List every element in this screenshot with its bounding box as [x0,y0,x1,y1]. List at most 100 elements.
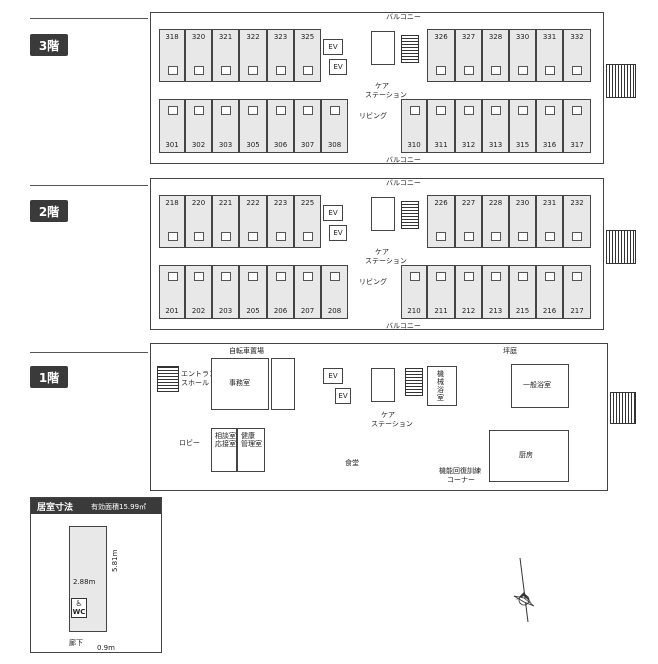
compass-rose-icon [513,557,535,623]
room-number: 212 [461,307,476,315]
balcony-label-top: バルコニー [386,179,421,187]
wheelchair-icon: ♿ [75,599,83,608]
bath-icon [276,66,286,75]
bath-icon [168,66,178,75]
bath-icon [464,272,474,281]
room-232: 232 [563,195,591,248]
room-number: 228 [488,199,503,207]
stairs [401,201,419,229]
bath-icon [491,66,501,75]
room-221: 221 [212,195,239,248]
corridor-label: 廊下 [69,639,83,647]
char: 健 [241,432,248,440]
bath-icon [303,232,313,241]
room-number: 307 [300,141,315,149]
room-number: 310 [407,141,421,149]
bath-icon [248,66,258,75]
room-number: 216 [542,307,557,315]
room-218: 218 [159,195,185,248]
room-number: 320 [191,33,206,41]
room-dimension-legend: 居室寸法 有効面積15.99㎡ 5.81m 2.88m ♿ WC 廊下 0.9m [30,497,162,653]
room-313: 313 [482,99,509,153]
room-number: 208 [327,307,342,315]
room-number: 206 [273,307,288,315]
room-203: 203 [212,265,239,319]
consult-room [211,428,237,472]
room-223: 223 [267,195,294,248]
bath-icon [330,106,340,115]
bath-icon [572,66,582,75]
bath-icon [572,106,582,115]
health-label: 健康管理室 [241,432,262,448]
room-number: 311 [434,141,448,149]
kitchen-room [489,430,569,482]
floor-1-label: 1階 [38,370,60,385]
bath-icon [248,232,258,241]
room-208: 208 [321,265,348,319]
bath-icon [464,106,474,115]
room-number: 305 [246,141,260,149]
room-325: 325 [294,29,321,82]
room-210: 210 [401,265,427,319]
courtyard-label: 坪庭 [503,347,517,355]
room-315: 315 [509,99,536,153]
bath-icon [221,272,231,281]
entrance-hall-label: エントランスホール [181,370,216,387]
room-201: 201 [159,265,185,319]
living-label: リビング [359,112,387,120]
general-bath-label: 一般浴室 [523,381,551,389]
room-202: 202 [185,265,212,319]
wc-label: WC [72,608,86,616]
room-number: 327 [461,33,476,41]
elevator-1: EV [323,368,343,384]
bike-parking-label: 自転車置場 [229,347,264,355]
ev-label: EV [338,392,348,400]
floor-3-line [30,18,148,19]
bath-icon [303,106,313,115]
room-number: 213 [488,307,503,315]
room-212: 212 [455,265,482,319]
health-room [237,428,265,472]
room-number: 313 [488,141,503,149]
legend-header: 居室寸法 有効面積15.99㎡ [31,498,161,514]
room-number: 322 [246,33,260,41]
bath-icon [221,106,231,115]
external-stairs-1f [610,392,636,424]
elevator-2: EV [329,59,347,75]
care-station-label-2: ステーション [365,91,407,99]
room-number: 201 [165,307,179,315]
room-number: 218 [165,199,179,207]
bath-icon [248,106,258,115]
room-number: 325 [300,33,315,41]
balcony-label-top: バルコニー [386,13,421,21]
room-305: 305 [239,99,267,153]
entrance-stairs [157,366,179,392]
bath-icon [545,66,555,75]
ev-label: EV [333,229,343,237]
room-227: 227 [455,195,482,248]
dining-label: 食堂 [345,459,359,467]
room-225: 225 [294,195,321,248]
room-number: 203 [218,307,233,315]
elevator-1: EV [323,205,343,221]
room-303: 303 [212,99,239,153]
balcony-label-bottom: バルコニー [386,322,421,330]
elevator-1: EV [323,39,343,55]
office-room [211,358,269,410]
room-number: 302 [191,141,206,149]
bath-icon [168,106,178,115]
toilets [371,368,395,402]
lobby-label: ロビー [179,439,200,447]
machine-bath-label: 機械浴室 [437,370,444,402]
wc-badge: ♿ WC [71,598,87,618]
ev-label: EV [328,43,338,51]
room-310: 310 [401,99,427,153]
bath-icon [303,272,313,281]
char: 康 [248,432,255,440]
bath-icon [194,232,204,241]
room-322: 322 [239,29,267,82]
room-231: 231 [536,195,563,248]
bath-icon [545,232,555,241]
bath-icon [221,66,231,75]
bath-icon [168,272,178,281]
